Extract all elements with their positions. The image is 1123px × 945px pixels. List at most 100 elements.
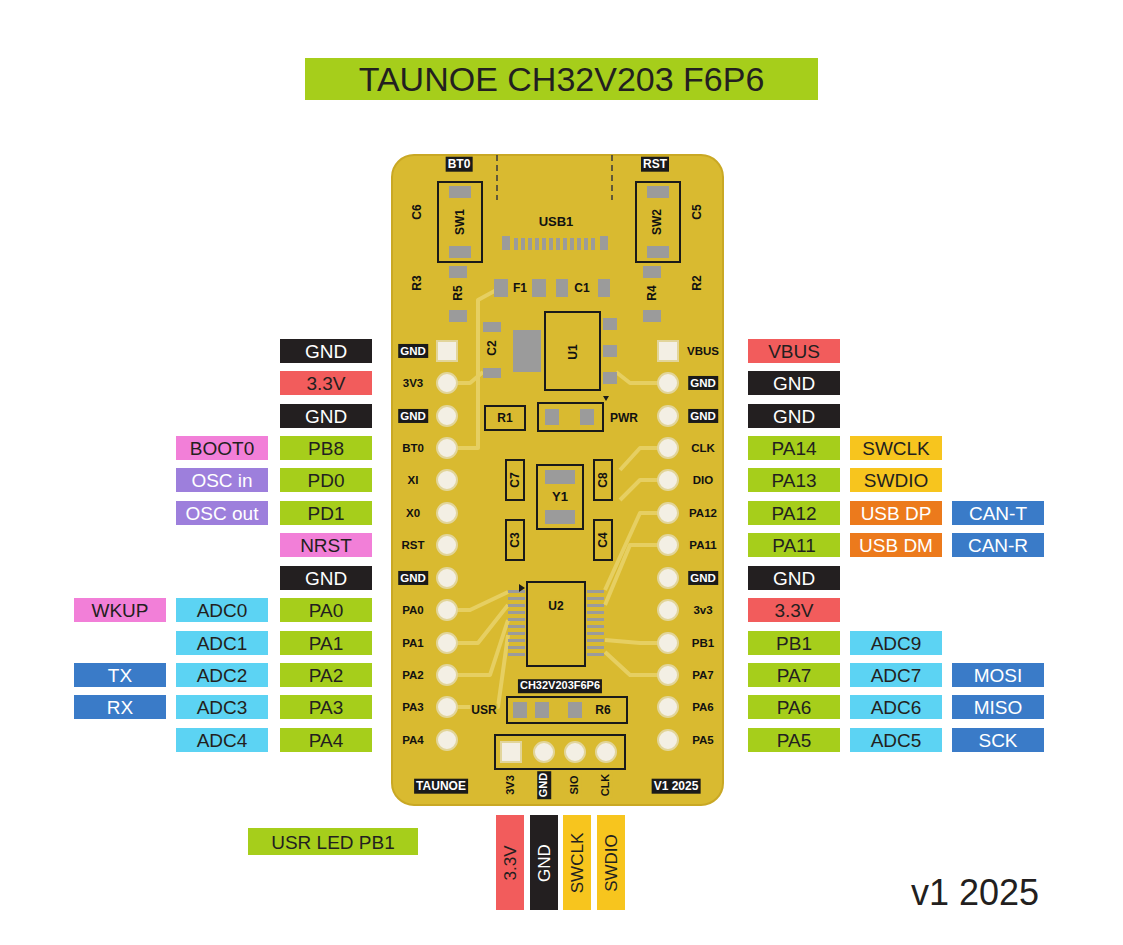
pin-label: ADC4	[197, 731, 248, 750]
pin-label: PA14	[771, 439, 816, 458]
pin-tag: PA7	[748, 663, 840, 687]
silkscreen-label: XI	[407, 474, 420, 486]
pin-label: PA1	[309, 634, 344, 653]
pin-label: USB DM	[859, 536, 933, 555]
pin-label: PA2	[309, 666, 344, 685]
silkscreen-label: PWR	[609, 412, 639, 425]
silkscreen-label: R6	[594, 704, 611, 717]
silkscreen-label: SIO	[569, 775, 581, 796]
pin-label: PA3	[309, 698, 344, 717]
pin-label: GND	[773, 374, 815, 393]
silkscreen-label: Y1	[551, 490, 569, 504]
silkscreen-label: PA11	[688, 539, 717, 551]
pin-label: SWDIO	[864, 471, 928, 490]
silkscreen-label: CLK	[600, 773, 612, 798]
silkscreen-label: C2	[486, 339, 499, 356]
pin-tag: NRST	[280, 533, 372, 557]
silkscreen-label: X0	[405, 507, 421, 519]
pin-label: PA0	[309, 601, 344, 620]
pin-label: WKUP	[92, 601, 149, 620]
pin-label: GND	[773, 569, 815, 588]
pin-tag: PB1	[748, 631, 840, 655]
silkscreen-label: PA5	[691, 734, 715, 746]
pin-tag: CAN-R	[952, 533, 1044, 557]
pin-label: 3.3V	[306, 374, 345, 393]
pin-tag: ADC9	[850, 631, 942, 655]
silkscreen-label: C4	[597, 531, 610, 548]
pin-tag: USB DM	[850, 533, 942, 557]
pin-tag: ADC3	[176, 695, 268, 719]
pin-label: MOSI	[974, 666, 1023, 685]
silkscreen-label: DIO	[692, 474, 714, 486]
pin-label: GND	[305, 342, 347, 361]
pin-label: 3.3V	[502, 845, 519, 880]
pin-tag: ADC5	[850, 728, 942, 752]
pin-label: BOOT0	[190, 439, 254, 458]
pin-tag: TX	[74, 663, 166, 687]
pin-label: NRST	[300, 536, 352, 555]
silkscreen-label: C6	[411, 203, 424, 220]
silkscreen-label: RST	[401, 539, 426, 551]
silkscreen-label: GND	[398, 571, 428, 585]
pin-label: PA7	[777, 666, 812, 685]
pin-label: ADC6	[871, 698, 922, 717]
pin-label: PA5	[777, 731, 812, 750]
pin-tag: GND	[530, 815, 558, 910]
pin-label: USR LED PB1	[271, 832, 395, 851]
silkscreen-label: C7	[509, 471, 522, 488]
silkscreen-label: CLK	[690, 442, 716, 454]
pin-tag: MISO	[952, 695, 1044, 719]
pin-tag: ADC4	[176, 728, 268, 752]
pin-tag: ADC2	[176, 663, 268, 687]
title-text: TAUNOE CH32V203 F6P6	[359, 62, 765, 96]
pin-label: ADC2	[197, 666, 248, 685]
pin-tag: OSC in	[176, 468, 268, 492]
pin-tag: PA11	[748, 533, 840, 557]
pin-tag: PA12	[748, 501, 840, 525]
pin-tag: PD0	[280, 468, 372, 492]
silkscreen-label: 3v3	[692, 604, 713, 616]
silkscreen-label: RST	[641, 157, 669, 172]
silkscreen-label: U2	[547, 600, 564, 613]
pin-label: PA12	[771, 504, 816, 523]
pin-label: PB8	[308, 439, 344, 458]
pin-label: ADC7	[871, 666, 922, 685]
pin-tag: BOOT0	[176, 436, 268, 460]
silkscreen-label: PA3	[401, 701, 425, 713]
pin-tag: WKUP	[74, 598, 166, 622]
silkscreen-label: V1 2025	[652, 779, 701, 794]
pin-label: GND	[305, 569, 347, 588]
silkscreen-label: C3	[509, 531, 522, 548]
silkscreen-label: R1	[496, 412, 513, 425]
pin-tag: 3.3V	[748, 598, 840, 622]
silkscreen-label: F1	[512, 282, 528, 295]
pin-label: GND	[305, 407, 347, 426]
pin-label: PD1	[308, 504, 345, 523]
pin-tag: PA14	[748, 436, 840, 460]
silkscreen-label: BT0	[401, 442, 425, 454]
silkscreen-label: GND	[398, 409, 428, 423]
pin-tag: VBUS	[748, 339, 840, 363]
pin-label: USB DP	[861, 504, 932, 523]
pin-label: SCK	[978, 731, 1017, 750]
silkscreen-label: C1	[573, 282, 590, 295]
pin-label: OSC in	[191, 471, 252, 490]
silkscreen-label: TAUNOE	[414, 779, 468, 794]
silkscreen-label: R3	[411, 274, 424, 291]
pin-tag: GND	[280, 339, 372, 363]
pin-tag: PD1	[280, 501, 372, 525]
pin-tag: SWDIO	[850, 468, 942, 492]
pin-label: SWCLK	[569, 832, 586, 892]
pin-tag: USR LED PB1	[248, 828, 418, 855]
silkscreen-label: U1	[567, 343, 580, 360]
pin-tag: ADC7	[850, 663, 942, 687]
pin-tag: PA4	[280, 728, 372, 752]
pin-label: RX	[107, 698, 133, 717]
silkscreen-label: PA12	[688, 507, 718, 519]
pin-tag: SCK	[952, 728, 1044, 752]
pin-label: TX	[108, 666, 132, 685]
silkscreen-label: USR	[470, 704, 497, 717]
pin-label: 3.3V	[774, 601, 813, 620]
silkscreen-label: PA7	[691, 669, 715, 681]
